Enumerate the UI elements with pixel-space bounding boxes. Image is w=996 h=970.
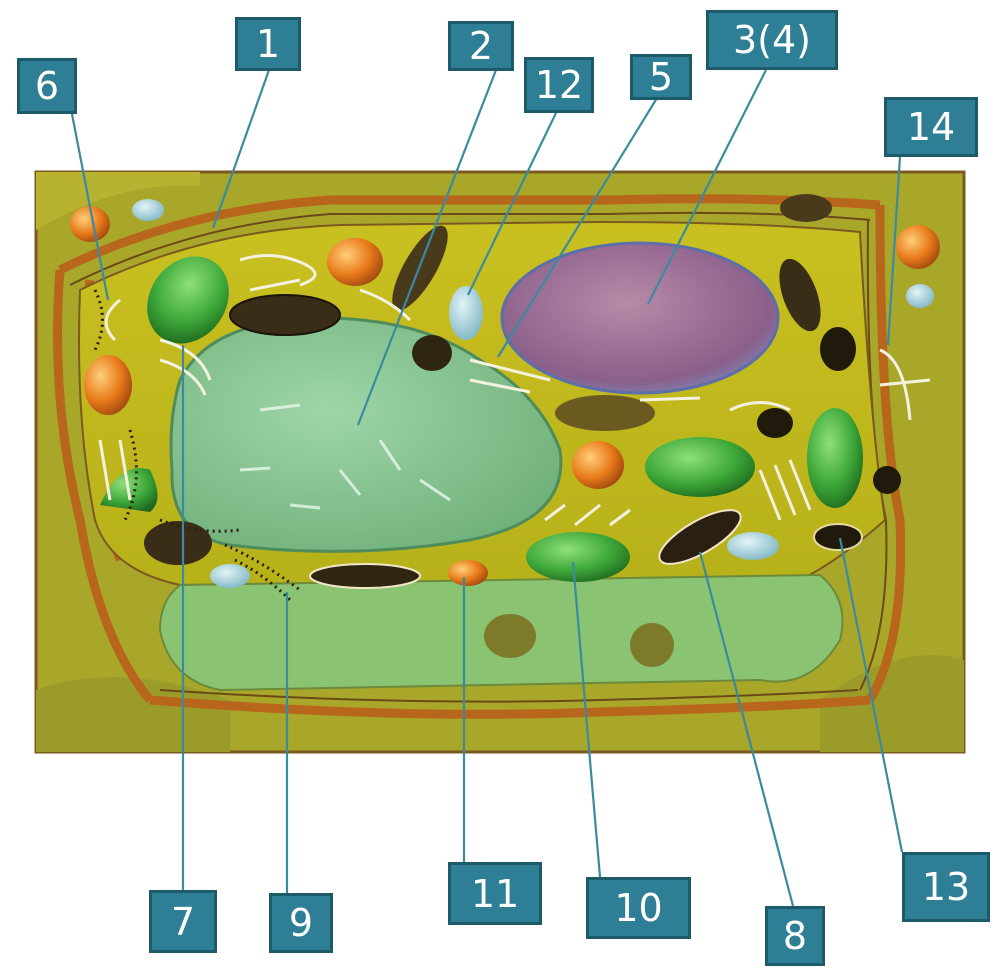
label-3-4: 3(4) (706, 10, 838, 70)
label-7: 7 (149, 890, 217, 953)
label-1: 1 (235, 17, 301, 71)
label-2: 2 (448, 21, 514, 71)
label-9: 9 (269, 893, 333, 953)
label-12: 12 (524, 57, 594, 113)
label-14: 14 (884, 97, 978, 157)
label-6: 6 (17, 58, 77, 114)
label-11: 11 (448, 862, 542, 925)
label-13: 13 (902, 852, 990, 922)
nucleus (502, 243, 778, 393)
label-10: 10 (586, 877, 691, 939)
label-8: 8 (765, 906, 825, 966)
label-5: 5 (630, 54, 692, 100)
